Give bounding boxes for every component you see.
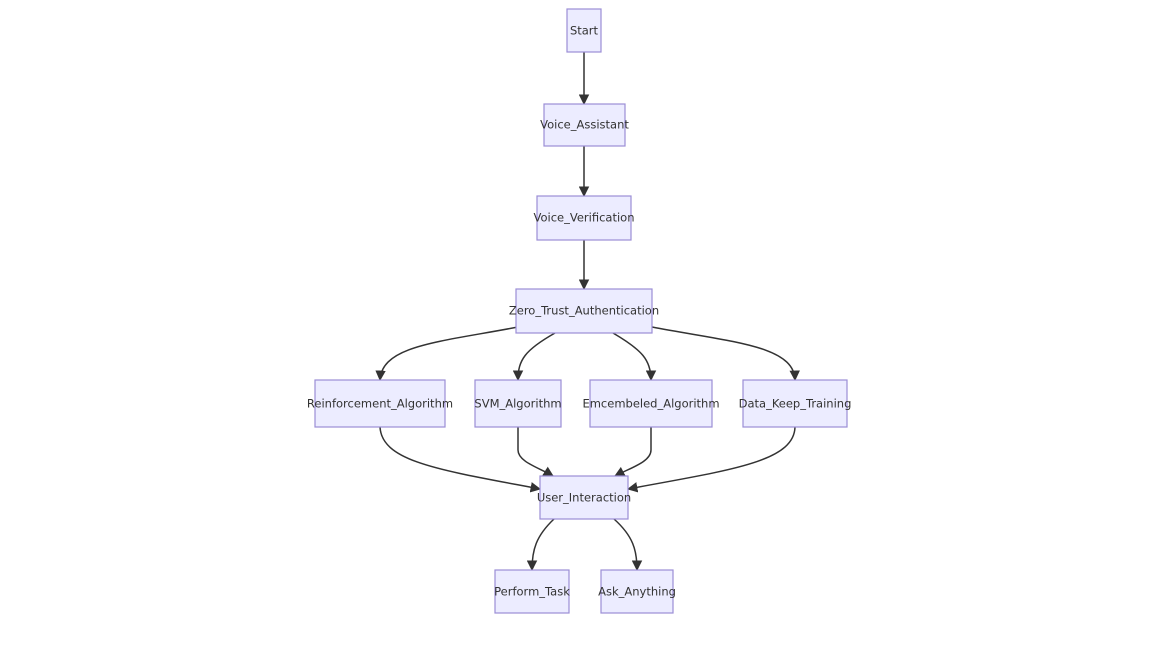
edge-emcembeled-to-user-interaction bbox=[614, 427, 652, 477]
edge-data-keep-training-to-user-interaction bbox=[626, 426, 796, 493]
node-perform-task[interactable]: Perform_Task bbox=[494, 569, 570, 614]
edges bbox=[375, 52, 800, 572]
edge-zero-trust-to-reinforcement bbox=[375, 326, 519, 382]
node-user-interaction-label: User_Interaction bbox=[537, 491, 631, 505]
node-voice-verification[interactable]: Voice_Verification bbox=[534, 195, 635, 241]
node-emcembeled-algorithm-label: Emcembeled_Algorithm bbox=[582, 397, 719, 411]
node-zero-trust-authentication-label: Zero_Trust_Authentication bbox=[509, 304, 659, 318]
node-reinforcement-algorithm[interactable]: Reinforcement_Algorithm bbox=[307, 379, 453, 428]
node-ask-anything-label: Ask_Anything bbox=[598, 585, 676, 599]
node-svm-algorithm-label: SVM_Algorithm bbox=[474, 397, 561, 411]
edge-zero-trust-to-svm bbox=[512, 332, 556, 382]
node-reinforcement-algorithm-label: Reinforcement_Algorithm bbox=[307, 397, 453, 411]
node-user-interaction[interactable]: User_Interaction bbox=[537, 475, 631, 520]
node-data-keep-training-label: Data_Keep_Training bbox=[739, 397, 852, 411]
node-perform-task-label: Perform_Task bbox=[494, 585, 570, 599]
node-start[interactable]: Start bbox=[566, 8, 602, 53]
node-voice-verification-label: Voice_Verification bbox=[534, 211, 635, 225]
nodes: Start Voice_Assistant Voice_Verification… bbox=[307, 8, 852, 614]
node-zero-trust-authentication[interactable]: Zero_Trust_Authentication bbox=[509, 288, 659, 334]
node-start-label: Start bbox=[570, 24, 599, 38]
edge-zero-trust-to-emcembeled bbox=[612, 332, 657, 382]
edge-reinforcement-to-user-interaction bbox=[379, 426, 542, 493]
node-ask-anything[interactable]: Ask_Anything bbox=[598, 569, 676, 614]
node-data-keep-training[interactable]: Data_Keep_Training bbox=[739, 379, 852, 428]
node-emcembeled-algorithm[interactable]: Emcembeled_Algorithm bbox=[582, 379, 720, 428]
node-svm-algorithm[interactable]: SVM_Algorithm bbox=[474, 379, 562, 428]
node-voice-assistant[interactable]: Voice_Assistant bbox=[540, 103, 629, 147]
node-voice-assistant-label: Voice_Assistant bbox=[540, 118, 629, 132]
edge-user-interaction-to-ask-anything bbox=[613, 518, 643, 572]
edge-user-interaction-to-perform-task bbox=[526, 518, 555, 572]
edge-svm-to-user-interaction bbox=[517, 427, 554, 477]
edge-zero-trust-to-data-keep-training bbox=[651, 326, 800, 382]
